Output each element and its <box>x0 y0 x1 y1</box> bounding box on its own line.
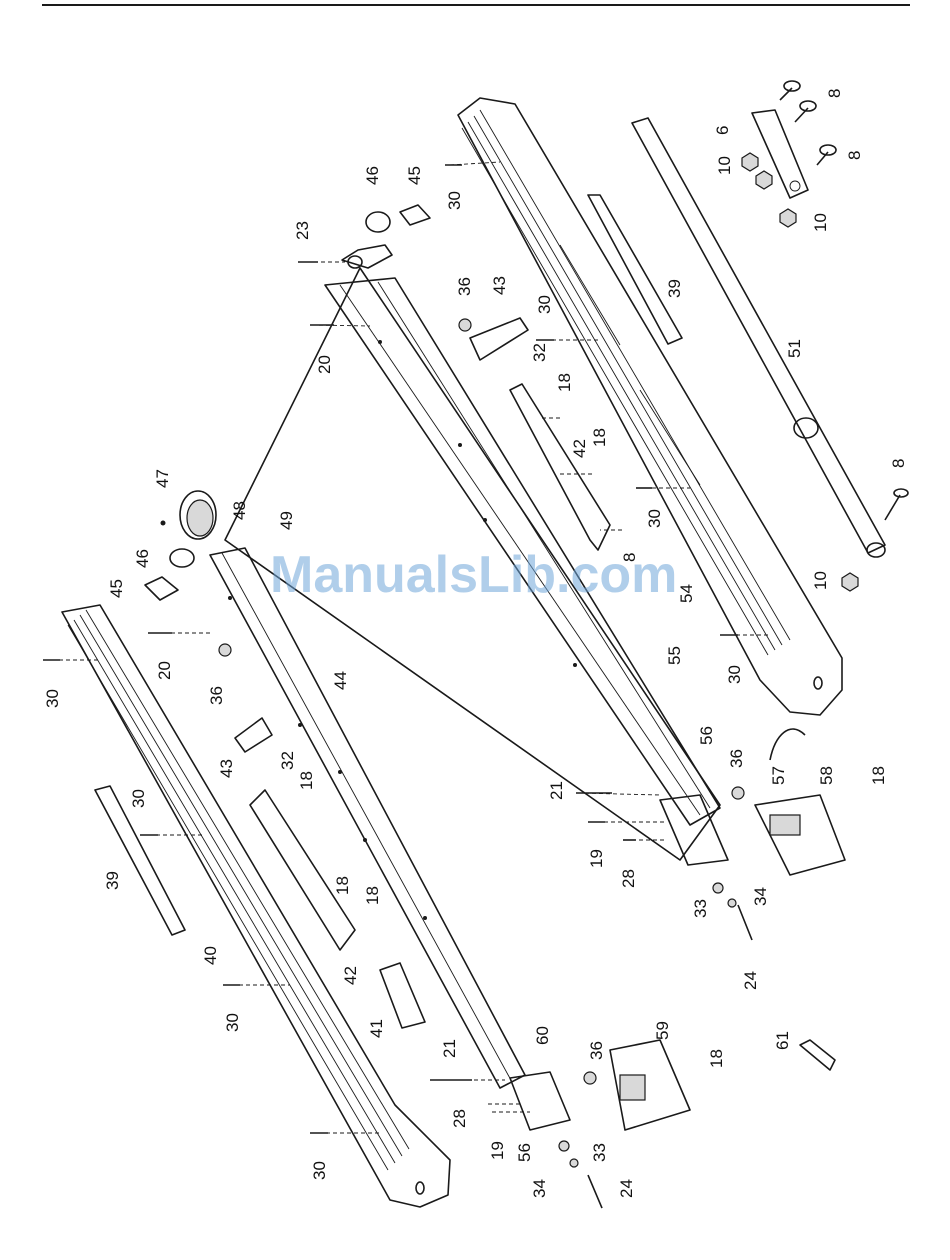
callout-c36d: 36 <box>587 1041 606 1060</box>
callout-c20a: 20 <box>315 355 334 374</box>
callout-c45b: 45 <box>107 579 126 598</box>
callout-c58: 58 <box>817 766 836 785</box>
callout-c42a: 42 <box>570 439 589 458</box>
callout-c34b: 34 <box>530 1179 549 1198</box>
callout-c36c: 36 <box>727 749 746 768</box>
callout-c19a: 19 <box>587 849 606 868</box>
right-bracket <box>470 318 528 360</box>
callout-c18b: 18 <box>590 428 609 447</box>
callout-c46a: 46 <box>363 166 382 185</box>
callout-c46b: 46 <box>133 549 152 568</box>
callout-c21a: 21 <box>547 781 566 800</box>
callout-c40: 40 <box>201 946 220 965</box>
callout-c8c: 8 <box>620 553 639 562</box>
callout-c30a: 30 <box>445 191 464 210</box>
callout-c8a: 8 <box>825 89 844 98</box>
callout-c42b: 42 <box>341 966 360 985</box>
callout-c36b: 36 <box>207 686 226 705</box>
callout-c28b: 28 <box>450 1109 469 1128</box>
callout-c23: 23 <box>293 221 312 240</box>
callout-c39a: 39 <box>665 279 684 298</box>
rear-roller <box>342 205 430 268</box>
callout-c45a: 45 <box>405 166 424 185</box>
callout-c33b: 33 <box>590 1143 609 1162</box>
fasteners <box>43 162 770 1167</box>
callout-c28a: 28 <box>619 869 638 888</box>
front-roller <box>145 491 216 600</box>
right-side-rail <box>458 98 842 715</box>
callout-c10c: 10 <box>811 571 830 590</box>
right-side-cover <box>510 384 610 550</box>
callout-c21b: 21 <box>440 1039 459 1058</box>
deck-label <box>380 963 425 1028</box>
callout-c56a: 56 <box>697 726 716 745</box>
callout-c61: 61 <box>773 1031 792 1050</box>
left-side-cover <box>250 790 355 950</box>
callout-c41: 41 <box>367 1019 386 1038</box>
upright-bracket <box>742 81 908 591</box>
callout-c30g: 30 <box>223 1013 242 1032</box>
callout-c8d: 8 <box>889 459 908 468</box>
callout-c18d: 18 <box>297 771 316 790</box>
callout-c34a: 34 <box>751 887 770 906</box>
callout-labels: 8 6 8 10 10 30 46 45 23 36 43 30 39 20 3… <box>43 89 908 1198</box>
callout-c39b: 39 <box>103 871 122 890</box>
callout-c24a: 24 <box>741 971 760 990</box>
callout-c32b: 32 <box>278 751 297 770</box>
callout-c10a: 10 <box>715 156 734 175</box>
callout-c33a: 33 <box>691 899 710 918</box>
callout-c10b: 10 <box>811 213 830 232</box>
right-end-cap <box>660 795 845 875</box>
callout-c32a: 32 <box>530 343 549 362</box>
right-rail-decal <box>588 195 682 344</box>
callout-c54: 54 <box>677 584 696 603</box>
callout-c30b: 30 <box>535 295 554 314</box>
callout-c59: 59 <box>653 1021 672 1040</box>
callout-c48: 48 <box>230 501 249 520</box>
callout-c6: 6 <box>713 126 732 135</box>
callout-c49: 49 <box>277 511 296 530</box>
leveling-bolt-right <box>738 905 752 940</box>
leveling-bolt-left <box>588 1175 602 1208</box>
callout-c43b: 43 <box>217 759 236 778</box>
ground-wire <box>770 729 805 760</box>
watermark: ManualsLib.com <box>270 546 677 604</box>
callout-c30c: 30 <box>645 509 664 528</box>
callout-c20b: 20 <box>155 661 174 680</box>
callout-c57: 57 <box>769 766 788 785</box>
callout-c19b: 19 <box>488 1141 507 1160</box>
hex-key <box>800 1040 835 1070</box>
left-side-rail <box>62 605 450 1207</box>
callout-c18e: 18 <box>333 876 352 895</box>
callout-c30d: 30 <box>43 689 62 708</box>
callout-c8b: 8 <box>845 151 864 160</box>
callout-c18g: 18 <box>707 1049 726 1068</box>
callout-c18f: 18 <box>363 886 382 905</box>
callout-c51: 51 <box>785 339 804 358</box>
callout-c36a: 36 <box>455 277 474 296</box>
callout-c30e: 30 <box>725 665 744 684</box>
callout-c18c: 18 <box>869 766 888 785</box>
callout-c30h: 30 <box>310 1161 329 1180</box>
callout-c44: 44 <box>331 671 350 690</box>
left-bracket <box>235 718 272 752</box>
callout-c55: 55 <box>665 646 684 665</box>
callout-c24b: 24 <box>617 1179 636 1198</box>
callout-c18a: 18 <box>555 373 574 392</box>
callout-c47: 47 <box>153 469 172 488</box>
callout-c43a: 43 <box>490 276 509 295</box>
callout-c56b: 56 <box>515 1143 534 1162</box>
callout-c60: 60 <box>533 1026 552 1045</box>
callout-c30f: 30 <box>129 789 148 808</box>
